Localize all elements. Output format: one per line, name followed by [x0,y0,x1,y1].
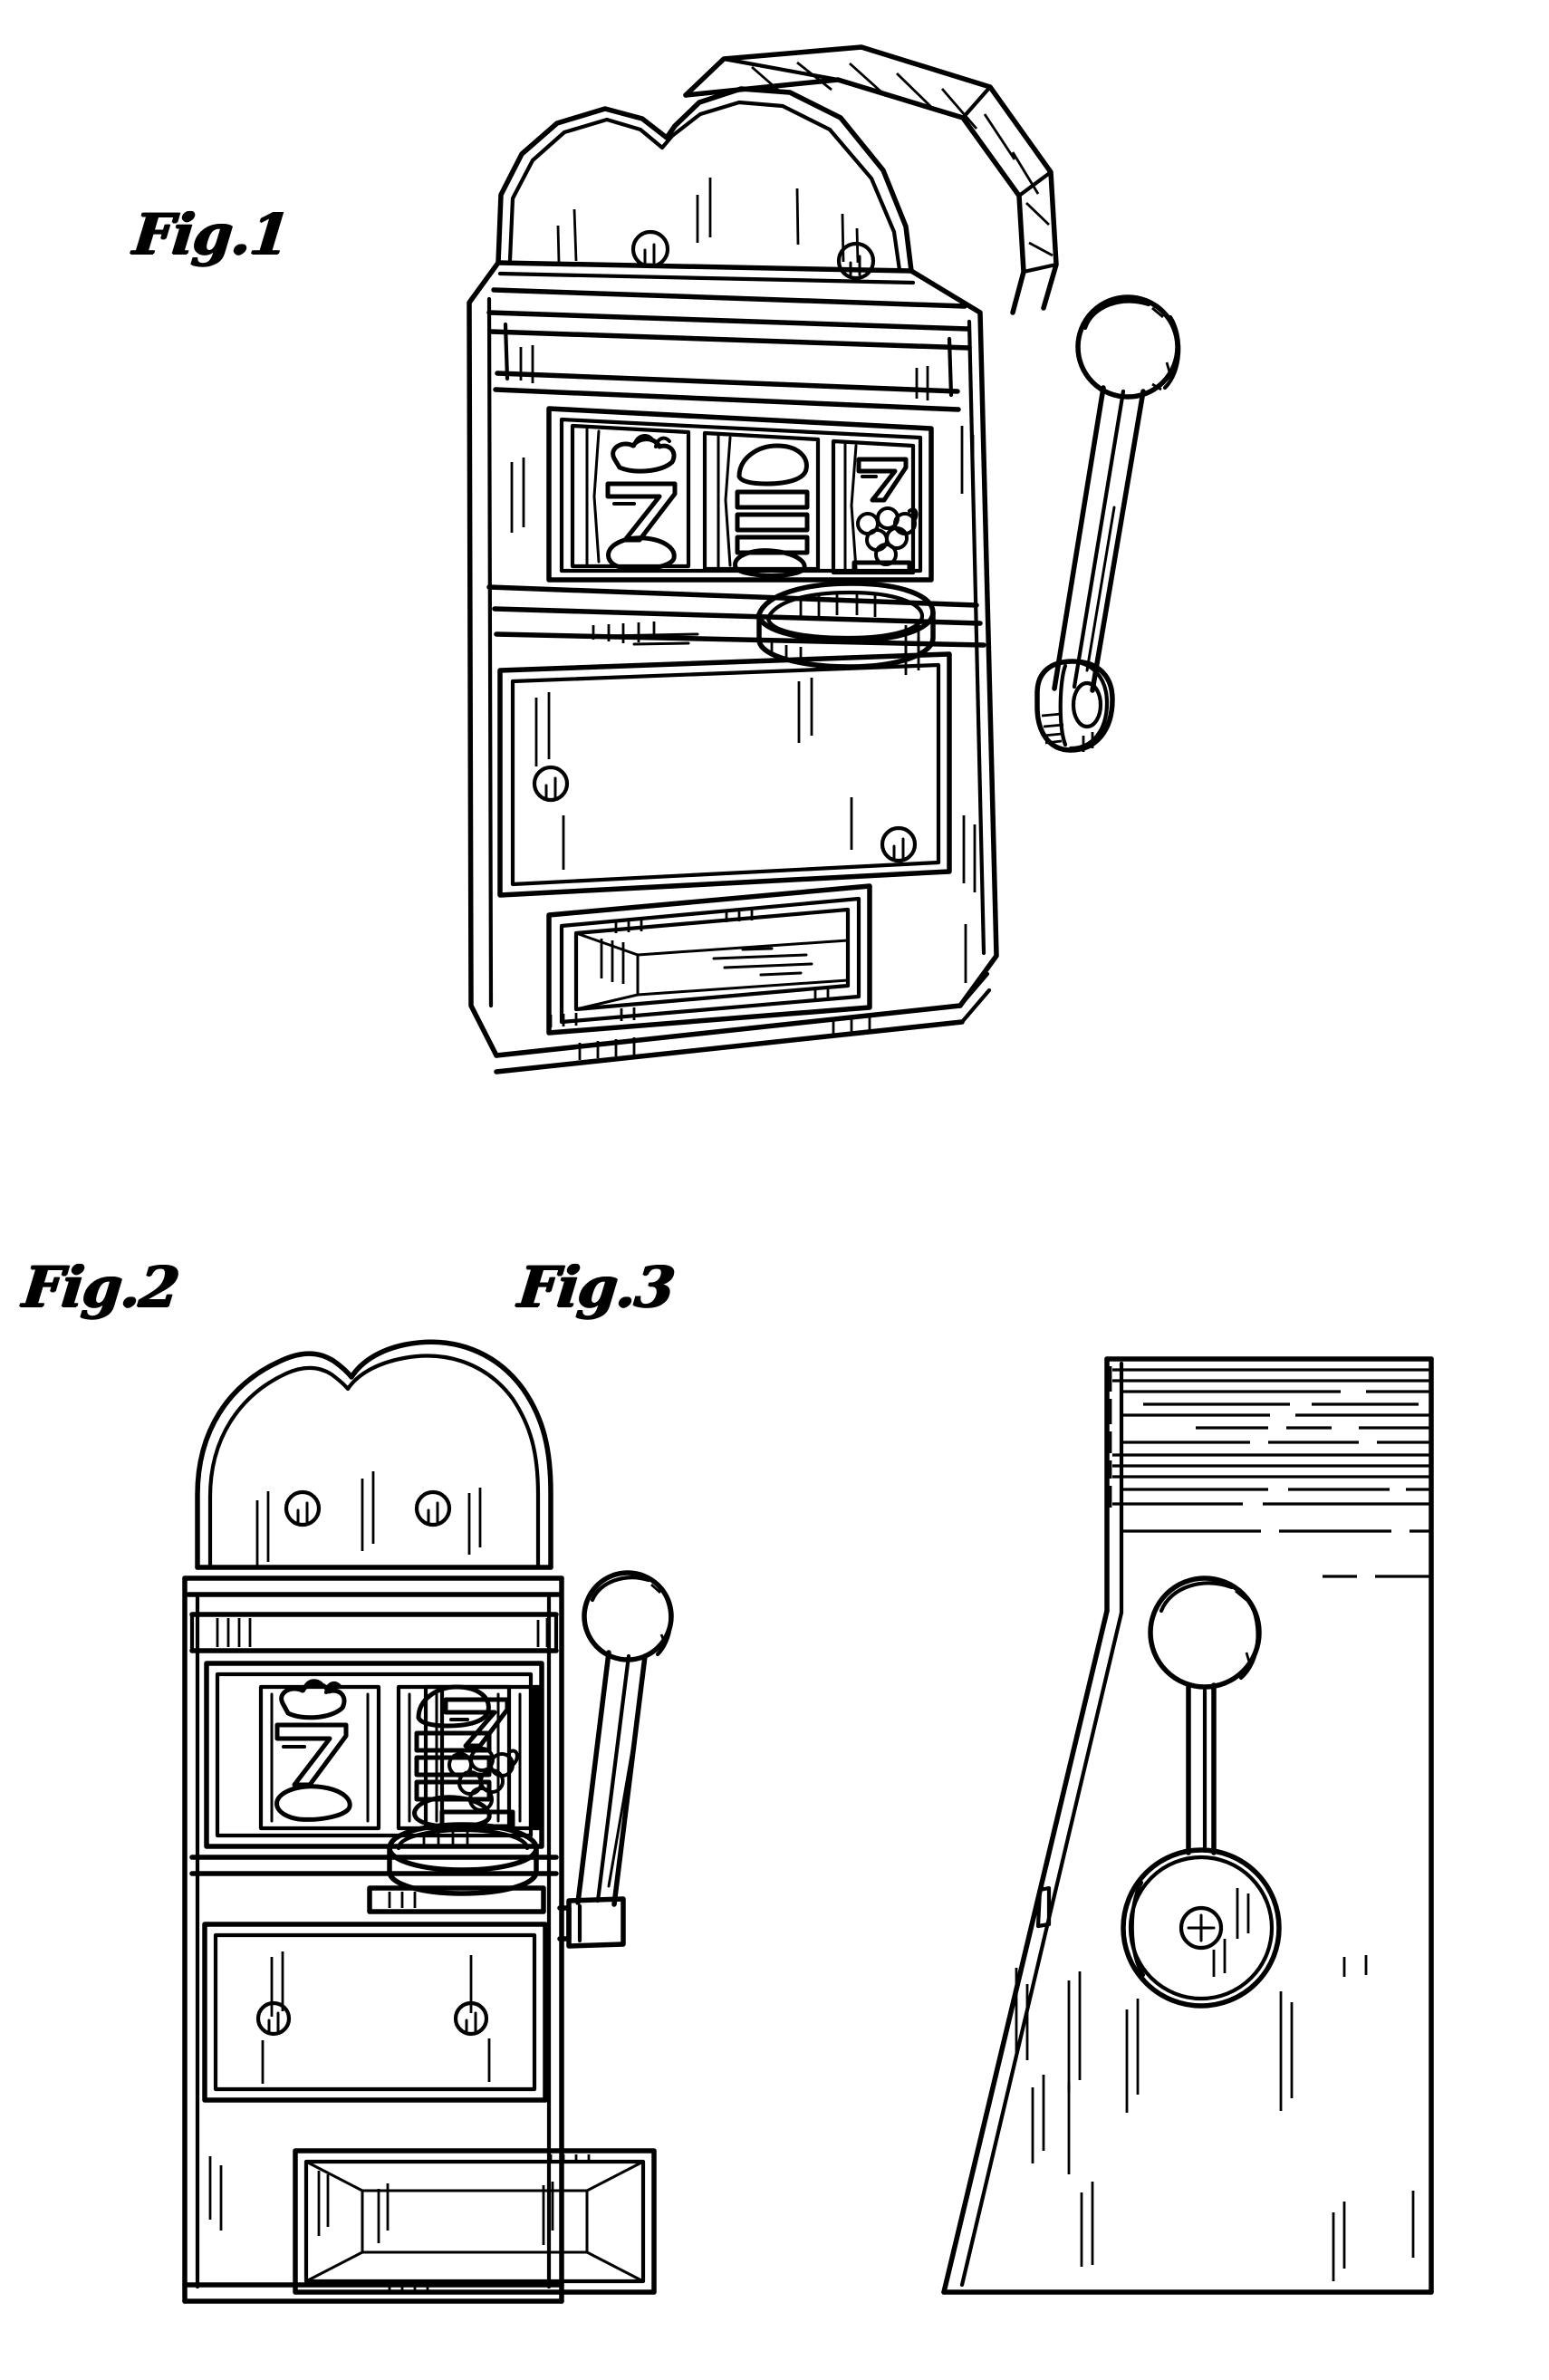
handle-lever-fig3 [1121,1575,1282,2009]
door-fastener [532,765,918,863]
coin-entry-dish-fig2 [367,1822,546,1914]
payout-tray-fig2 [293,2148,657,2295]
coin-entry-dish [756,581,936,670]
reel-window-1-fig2 [258,1679,381,1831]
canopy-fastener [630,229,876,281]
figure-1-label: Fig.1 [130,201,293,267]
figure-2-label: Fig.2 [20,1254,182,1320]
reel-window-2 [702,430,821,578]
payout-tray [546,883,872,1036]
reel3-fig2 [423,1684,534,1831]
figure-1-group [467,44,1181,1074]
canopy-fastener-fig2 [284,1489,452,1527]
reel-window-3 [831,438,919,575]
figure-3-label: Fig.3 [515,1254,678,1320]
handle-lever-fig2 [557,1570,674,1949]
figure-3-group [941,1356,1434,2295]
reel-window-1 [570,423,691,572]
door-fastener-fig2 [255,2000,489,2037]
figure-2-group [182,1339,674,2304]
handle-lever [1034,294,1181,753]
